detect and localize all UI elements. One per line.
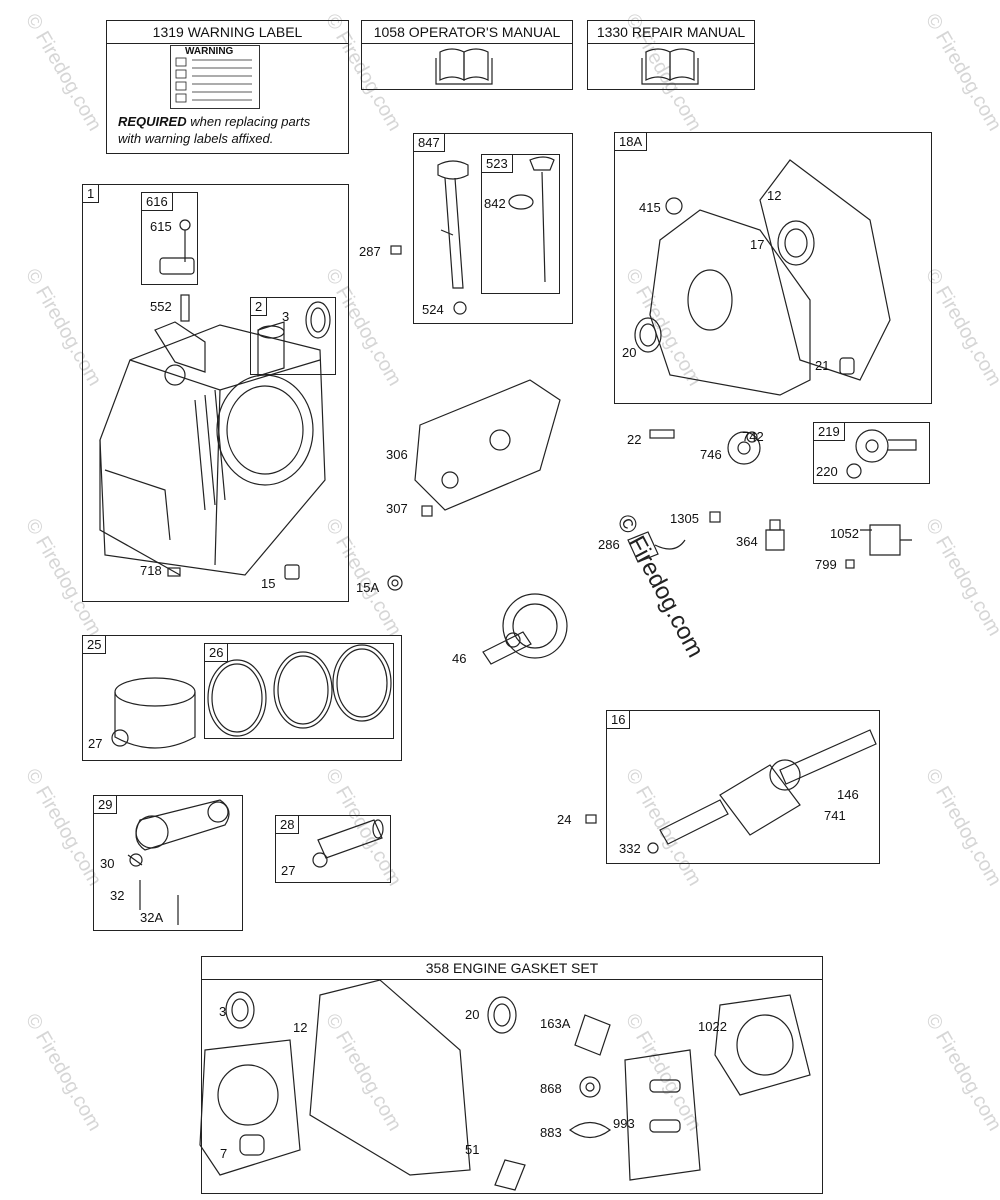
part-286: 286: [598, 537, 620, 552]
part-1052: 1052: [830, 526, 859, 541]
group-847-tag: 847: [413, 133, 445, 152]
repair-manual-box: 1330 REPAIR MANUAL: [587, 20, 755, 90]
part-46: 46: [452, 651, 467, 666]
gasket-part-993: 993: [613, 1116, 635, 1131]
part-220: 220: [816, 464, 838, 479]
part-332: 332: [619, 841, 641, 856]
group-616-tag: 616: [141, 192, 173, 211]
part-415: 415: [639, 200, 661, 215]
part-524: 524: [422, 302, 444, 317]
operators-manual-box: 1058 OPERATOR'S MANUAL: [361, 20, 573, 90]
group-18a-box: 18A: [614, 132, 932, 404]
group-616-box: 616: [141, 192, 198, 285]
part-22: 22: [627, 432, 642, 447]
group-16-box: 16: [606, 710, 880, 864]
group-2-tag: 2: [250, 297, 268, 316]
part-27-pin: 27: [281, 863, 296, 878]
warning-label-box: 1319 WARNING LABEL: [106, 20, 349, 154]
part-1305: 1305: [670, 511, 699, 526]
part-306: 306: [386, 447, 408, 462]
book-icon: [435, 48, 493, 85]
gasket-set-title: 358 ENGINE GASKET SET: [202, 957, 822, 980]
part-32: 32: [110, 888, 125, 903]
part-21: 21: [815, 358, 830, 373]
part-287: 287: [359, 244, 381, 259]
part-20: 20: [622, 345, 637, 360]
repair-manual-title: 1330 REPAIR MANUAL: [588, 21, 754, 44]
part-27: 27: [88, 736, 103, 751]
warning-sticker-lines: [175, 57, 252, 103]
group-1-tag: 1: [82, 184, 100, 203]
crankcase-cover: [634, 159, 891, 396]
part-741: 741: [824, 808, 846, 823]
part-718: 718: [140, 563, 162, 578]
part-307: 307: [386, 501, 408, 516]
required-line2: with warning labels affixed.: [118, 131, 274, 146]
part-30: 30: [100, 856, 115, 871]
gasket-part-868: 868: [540, 1081, 562, 1096]
part-842: 842: [484, 196, 506, 211]
group-28-tag: 28: [275, 815, 300, 834]
operators-manual-title: 1058 OPERATOR'S MANUAL: [362, 21, 572, 44]
group-847-box: 847: [413, 133, 573, 324]
group-26-box: 26: [204, 643, 394, 739]
part-17: 17: [750, 237, 765, 252]
group-219-tag: 219: [813, 422, 845, 441]
gasket-part-51: 51: [465, 1142, 480, 1157]
part-742: 742: [742, 429, 764, 444]
group-219-box: 219: [813, 422, 930, 484]
part-799: 799: [815, 557, 837, 572]
group-25-box: 25: [82, 635, 402, 761]
group-523-tag: 523: [481, 154, 513, 173]
group-29-box: 29: [93, 795, 243, 931]
part-552: 552: [150, 299, 172, 314]
gasket-part-1022: 1022: [698, 1019, 727, 1034]
part-24: 24: [557, 812, 572, 827]
part-746: 746: [700, 447, 722, 462]
part-3: 3: [282, 309, 290, 324]
warning-sticker: [170, 45, 260, 109]
group-18a-tag: 18A: [614, 132, 648, 151]
part-15a: 15A: [356, 580, 380, 595]
gasket-part-163a: 163A: [540, 1016, 571, 1031]
book-icon: [641, 48, 699, 85]
group-28-box: 28: [275, 815, 391, 883]
gasket-part-12: 12: [293, 1020, 308, 1035]
required-bold: REQUIRED: [118, 114, 187, 129]
gasket-set-box: 358 ENGINE GASKET SET: [201, 956, 823, 1194]
part-15: 15: [261, 576, 276, 591]
cylinder-block: [99, 321, 326, 580]
group-16-tag: 16: [606, 710, 631, 729]
part-146: 146: [837, 787, 859, 802]
group-26-tag: 26: [204, 643, 229, 662]
part-364: 364: [736, 534, 758, 549]
required-note: REQUIRED when replacing parts with warni…: [118, 113, 310, 147]
group-2-box: 2: [250, 297, 336, 375]
part-32a: 32A: [140, 910, 164, 925]
gasket-part-3: 3: [219, 1004, 227, 1019]
group-29-tag: 29: [93, 795, 118, 814]
part-615: 615: [150, 219, 172, 234]
warning-label-title: 1319 WARNING LABEL: [107, 21, 348, 44]
group-1-box: 1: [82, 184, 349, 602]
group-523-box: 523: [481, 154, 560, 294]
part-12: 12: [767, 188, 782, 203]
warning-sticker-title: WARNING: [185, 46, 234, 57]
gasket-part-20: 20: [465, 1007, 480, 1022]
required-rest: when replacing parts: [186, 114, 311, 129]
gasket-part-883: 883: [540, 1125, 562, 1140]
group-25-tag: 25: [82, 635, 107, 654]
gasket-part-7: 7: [220, 1146, 228, 1161]
